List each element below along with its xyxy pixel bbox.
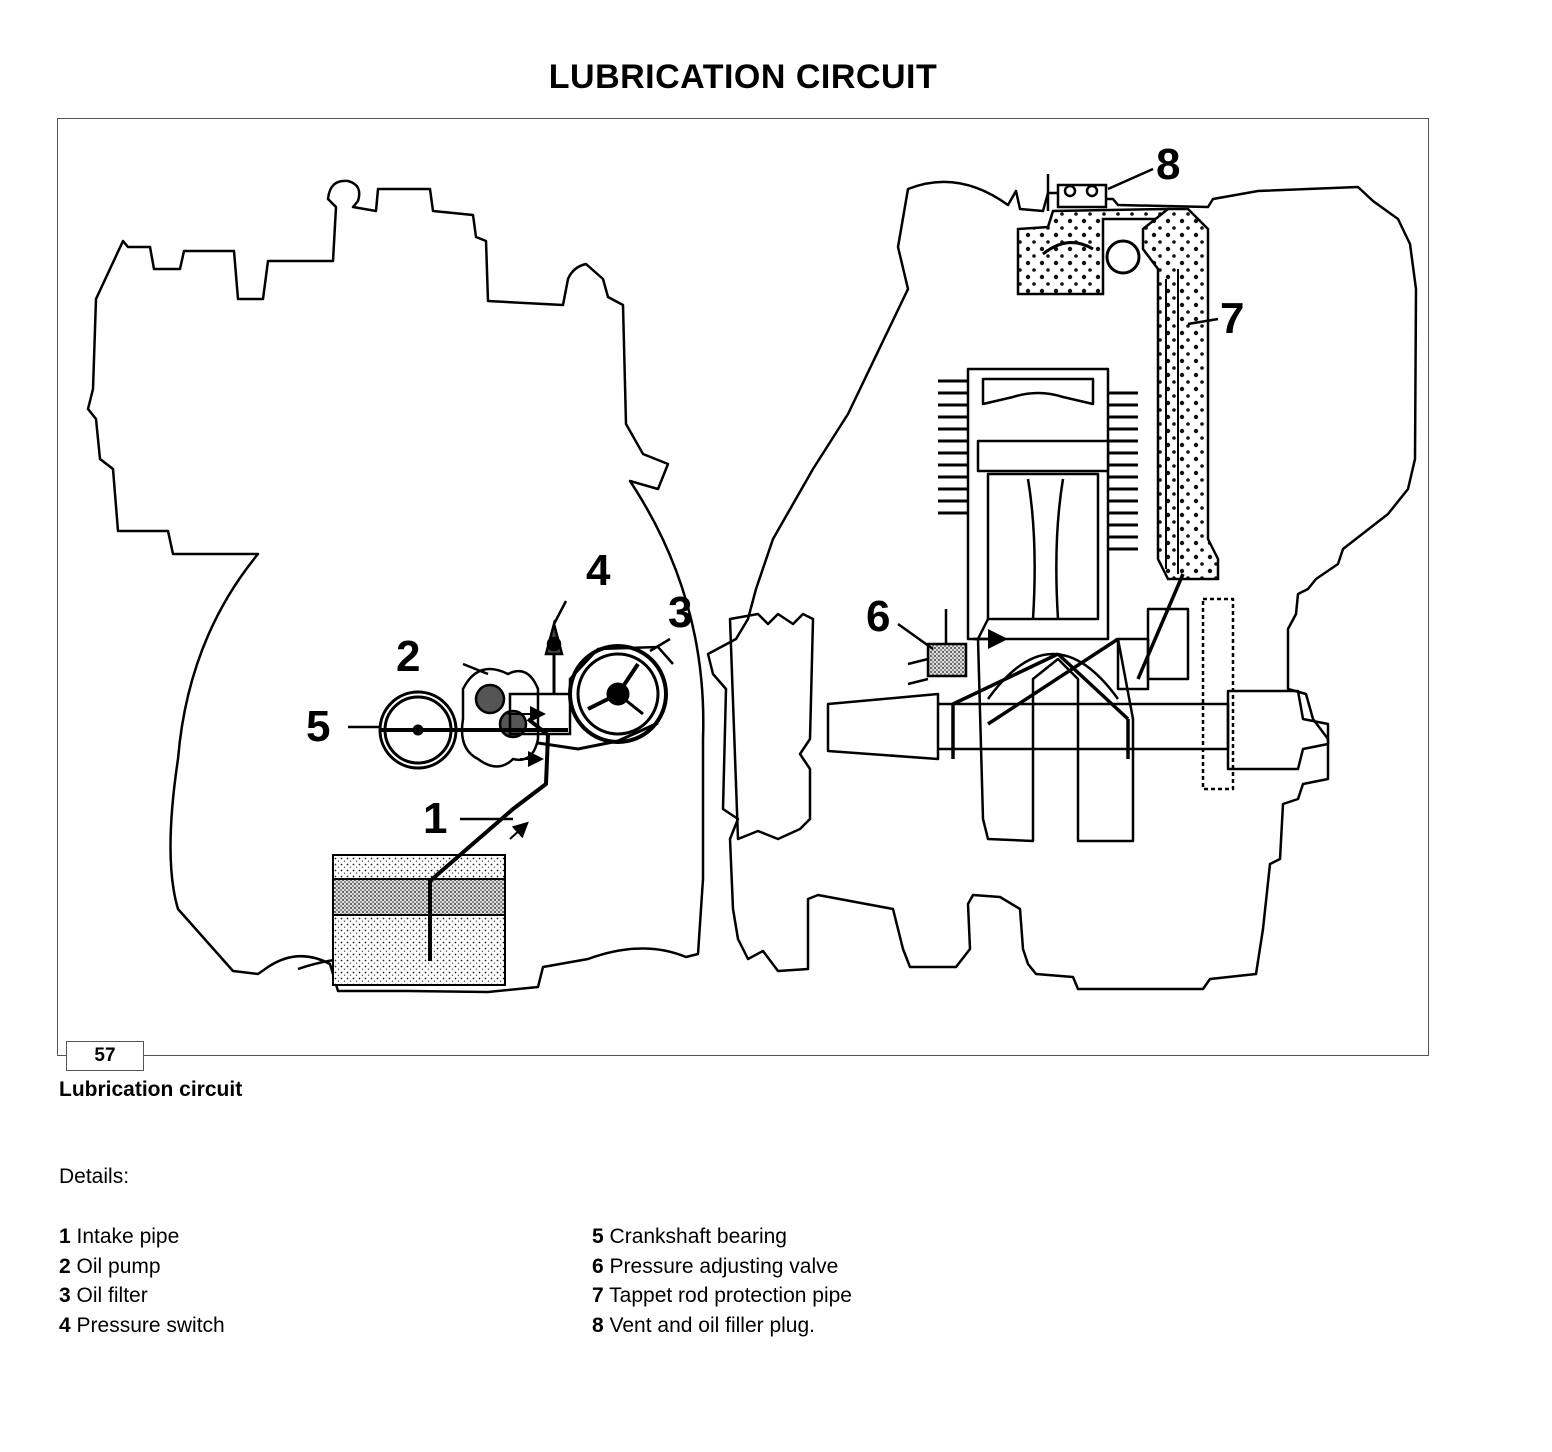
legend-text: Pressure switch [76, 1313, 225, 1337]
legend-text: Oil filter [76, 1284, 148, 1307]
legend-number: 3 [59, 1284, 71, 1307]
legend-number: 6 [592, 1254, 604, 1278]
lubrication-circuit-drawing: 1 2 3 4 5 6 7 8 [86, 140, 1418, 994]
figure-number: 57 [66, 1041, 144, 1071]
oil-channels [951, 573, 1185, 759]
legend-text: Tappet rod protection pipe [609, 1284, 852, 1307]
oil-filter [568, 644, 674, 744]
callout-8: 8 [1156, 140, 1180, 189]
legend-column-right: 5 Crankshaft bearing 6 Pressure adjustin… [592, 1222, 852, 1340]
legend-item: 1 Intake pipe [59, 1222, 225, 1252]
oil-sump [332, 854, 506, 986]
diagram-figure: 1 2 3 4 5 6 7 8 [57, 118, 1429, 1056]
legend-number: 8 [592, 1313, 604, 1337]
callout-6: 6 [866, 592, 890, 641]
callout-1: 1 [423, 794, 447, 843]
legend-text: Crankshaft bearing [609, 1225, 787, 1248]
legend-item: 2 Oil pump [59, 1252, 225, 1282]
callout-7: 7 [1220, 294, 1244, 343]
legend-item: 3 Oil filter [59, 1281, 225, 1311]
vent-oil-filler-plug [1046, 174, 1108, 211]
callout-leaders-right [897, 167, 1219, 651]
tappet-rod-protection-pipe [1141, 207, 1220, 581]
legend-item: 6 Pressure adjusting valve [592, 1252, 852, 1282]
legend-column-left: 1 Intake pipe 2 Oil pump 3 Oil filter 4 … [59, 1222, 225, 1340]
details-label: Details: [59, 1165, 130, 1188]
legend-text: Vent and oil filler plug. [609, 1313, 815, 1337]
cylinder-fins [938, 379, 1138, 551]
legend-number: 7 [592, 1284, 604, 1307]
legend-item: 7 Tappet rod protection pipe [592, 1281, 852, 1311]
legend-item: 8 Vent and oil filler plug. [592, 1311, 852, 1341]
legend-number: 5 [592, 1225, 604, 1248]
callout-4: 4 [586, 546, 611, 595]
legend-number: 1 [59, 1225, 71, 1248]
callout-leaders-left [348, 600, 671, 821]
legend-number: 2 [59, 1254, 71, 1278]
caption-title: Lubrication circuit [59, 1078, 243, 1101]
crankshaft-bearing [378, 690, 458, 770]
legend-item: 5 Crankshaft bearing [592, 1222, 852, 1252]
legend-number: 4 [59, 1313, 71, 1337]
legend-item: 4 Pressure switch [59, 1311, 225, 1341]
legend-text: Intake pipe [76, 1225, 180, 1248]
page-title: LUBRICATION CIRCUIT [548, 58, 938, 96]
pressure-adjusting-valve [907, 609, 1008, 686]
callout-numbers: 1 2 3 4 5 6 7 8 [306, 140, 1244, 843]
callout-5: 5 [306, 702, 330, 751]
callout-2: 2 [396, 632, 420, 681]
engine-side-view [706, 180, 1418, 991]
legend-text: Oil pump [76, 1254, 161, 1278]
callout-3: 3 [668, 588, 692, 637]
oil-pump [456, 667, 659, 768]
pressure-switch [544, 619, 564, 694]
legend-text: Pressure adjusting valve [609, 1254, 839, 1278]
